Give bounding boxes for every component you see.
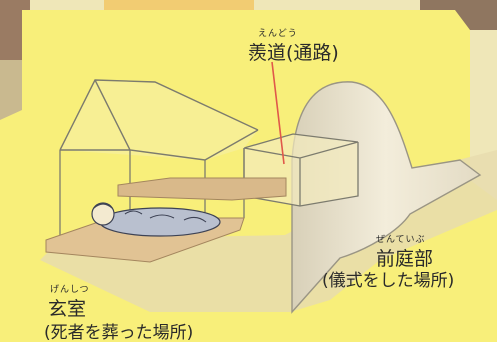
chamber-label: 玄室 — [48, 298, 87, 320]
chamber-description: (死者を葬った場所) — [44, 323, 194, 342]
chamber-roof — [60, 80, 258, 160]
chamber-roof-frame — [59, 79, 259, 161]
passage-lead-line — [271, 61, 285, 165]
chamber-ruby: げんしつ — [50, 285, 90, 295]
passage-label: 羨道(通路) — [248, 42, 339, 64]
upper-slab — [117, 177, 287, 201]
forecourt-ruby: ぜんていぶ — [376, 235, 426, 245]
forecourt-description: (儀式をした場所) — [322, 271, 455, 291]
forecourt-label: 前庭部 — [376, 248, 434, 270]
burial-figure-icon — [91, 202, 221, 237]
passage-ruby: えんどう — [258, 29, 298, 39]
